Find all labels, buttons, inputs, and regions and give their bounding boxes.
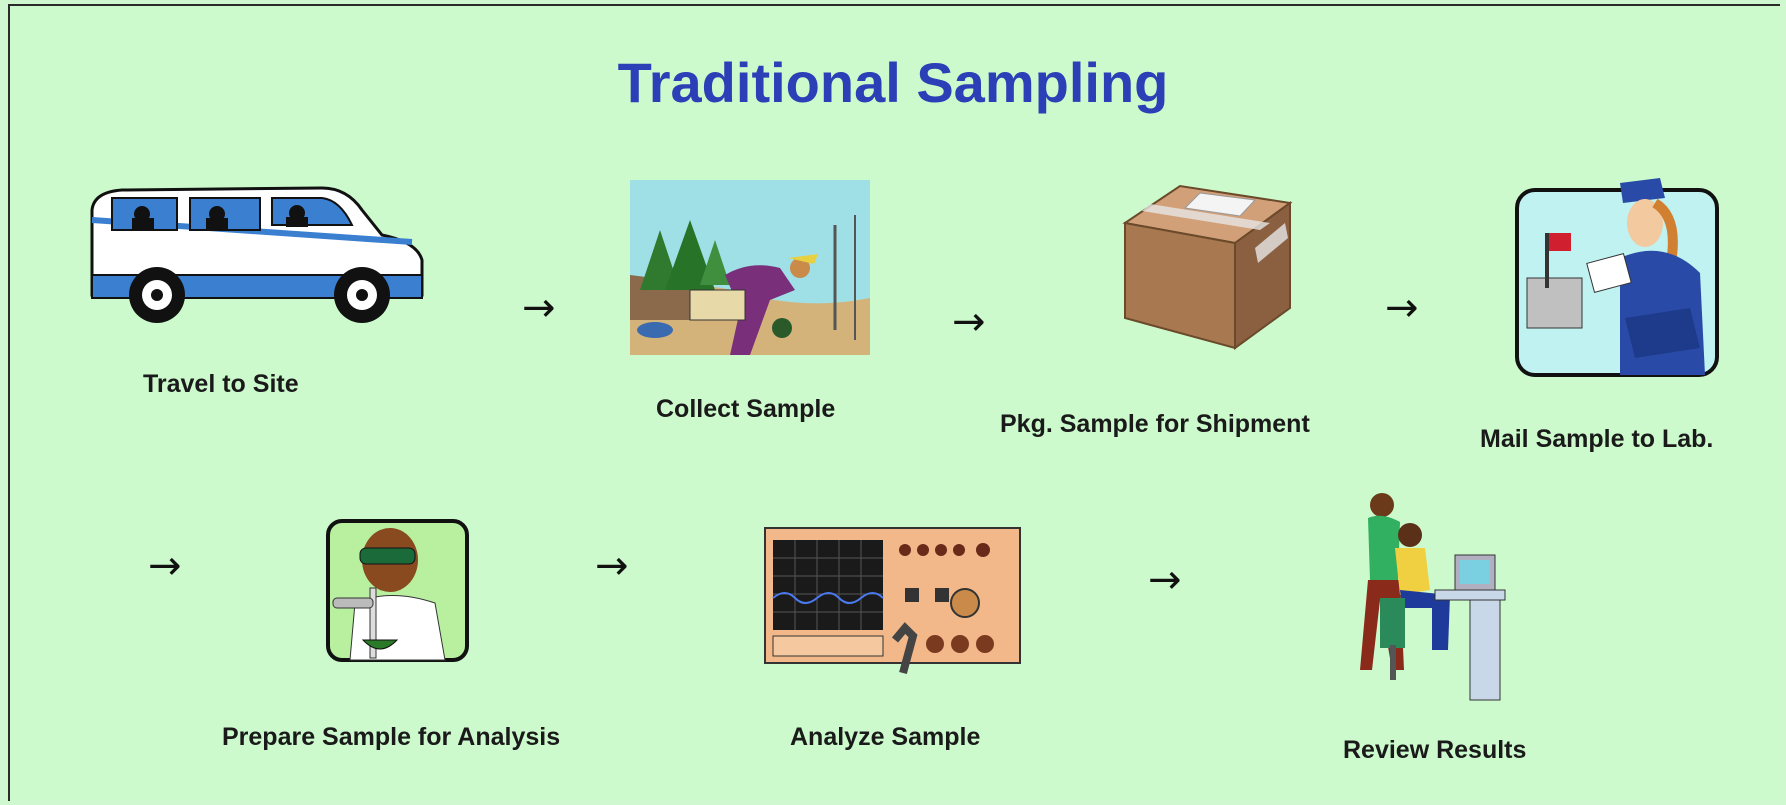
diagram-title: Traditional Sampling	[617, 51, 1169, 114]
step-label-collect: Collect Sample	[656, 395, 836, 423]
step-label-prepare: Prepare Sample for Analysis	[222, 723, 561, 751]
arrow-icon: →	[952, 299, 986, 345]
van-icon	[90, 186, 424, 323]
analyzer-instrument-icon	[764, 527, 1021, 675]
computer-review-icon	[1360, 493, 1506, 701]
field-collection-icon	[630, 180, 870, 355]
cardboard-box-icon	[1122, 184, 1293, 350]
arrow-icon: →	[1148, 557, 1182, 603]
arrow-icon: →	[595, 543, 629, 589]
lab-technician-icon	[326, 519, 469, 662]
arrow-icon: →	[1385, 285, 1419, 331]
slide-frame	[8, 4, 1780, 801]
arrow-icon: →	[522, 285, 556, 331]
arrow-icon: →	[148, 543, 182, 589]
mail-carrier-icon	[1515, 178, 1719, 377]
step-label-review: Review Results	[1343, 736, 1527, 764]
step-label-analyze: Analyze Sample	[790, 723, 981, 751]
step-label-package: Pkg. Sample for Shipment	[1000, 410, 1310, 438]
step-label-mail: Mail Sample to Lab.	[1480, 425, 1714, 453]
step-label-travel: Travel to Site	[143, 370, 299, 398]
